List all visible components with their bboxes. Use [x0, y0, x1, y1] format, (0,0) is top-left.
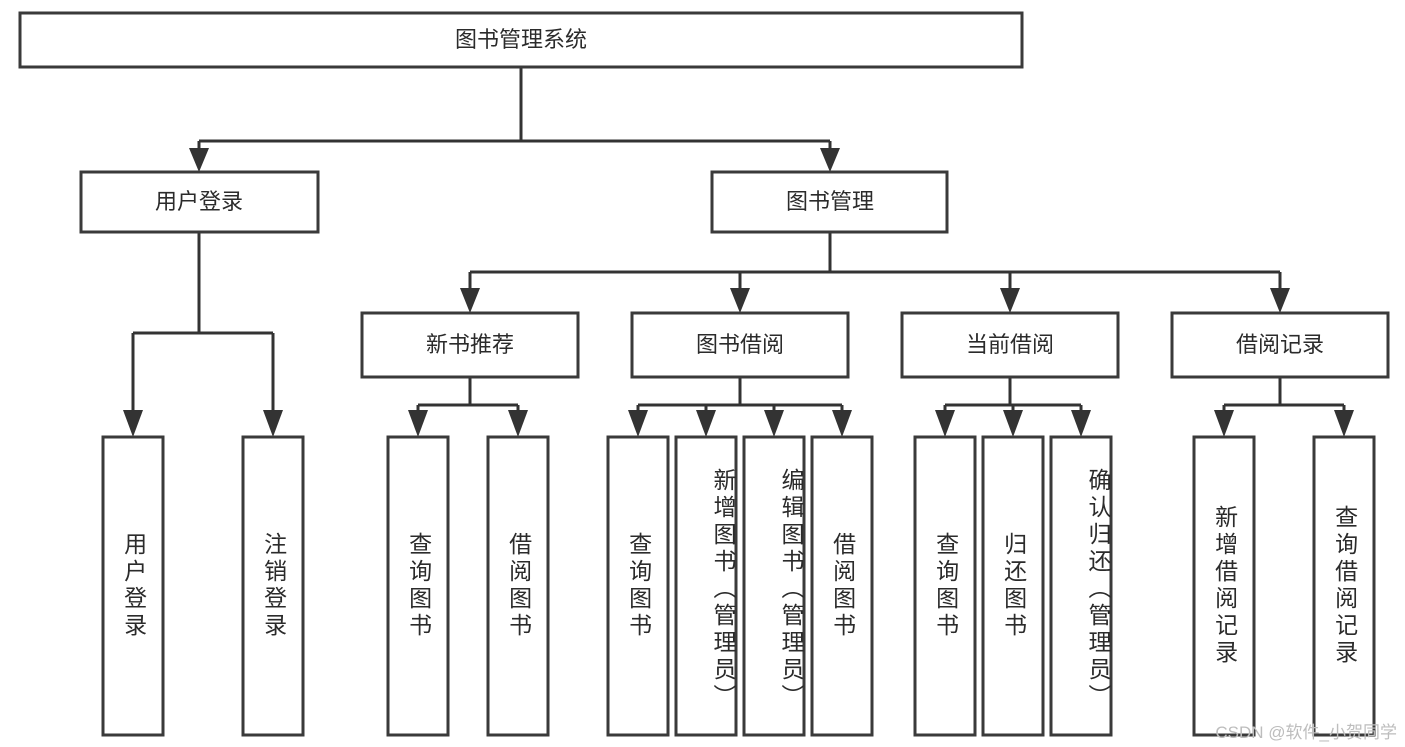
arrowhead-book-borrow [730, 288, 750, 313]
arrowhead-borrow-record [1270, 288, 1290, 313]
arrowhead-leaf-user-login [123, 410, 143, 437]
node-leaf-edit-book-admin-box[interactable] [742, 435, 806, 737]
node-book-management-box[interactable] [710, 170, 949, 234]
node-leaf-return-book-text-wrap: 归还图书 [1000, 532, 1027, 640]
node-leaf-query-borrow-record-text-wrap: 查询借阅记录 [1331, 505, 1358, 667]
arrowhead-leaf-add-book-admin [696, 410, 716, 437]
node-leaf-query-book-new-text-wrap: 查询图书 [405, 532, 432, 640]
connector-layer [123, 67, 1354, 437]
node-leaf-edit-book-admin-text-wrap: 编辑图书（管理员） [778, 467, 804, 711]
node-leaf-return-book[interactable]: 归还图书 [981, 435, 1045, 737]
node-leaf-borrow-book-new-box[interactable] [486, 435, 550, 737]
node-leaf-query-borrow-record[interactable]: 查询借阅记录 [1312, 435, 1376, 737]
arrowhead-current-borrow [1000, 288, 1020, 313]
node-user-login-box[interactable] [79, 170, 320, 234]
node-leaf-query-book-new-label: 查询图书 [405, 532, 432, 640]
node-leaf-query-book-borrow-box[interactable] [606, 435, 670, 737]
csdn-watermark: CSDN @软件_小贺同学 [1215, 723, 1397, 742]
arrowhead-leaf-borrow-book-new [508, 410, 528, 437]
node-book-management-label: 图书管理 [786, 189, 874, 214]
node-root[interactable]: 图书管理系统 [18, 11, 1024, 69]
node-leaf-query-book-new-box[interactable] [386, 435, 450, 737]
node-leaf-confirm-return-admin-text-wrap: 确认归还（管理员） [1085, 467, 1111, 711]
node-leaf-borrow-book-new[interactable]: 借阅图书 [486, 435, 550, 737]
node-leaf-query-book-new[interactable]: 查询图书 [386, 435, 450, 737]
node-leaf-add-book-admin-text-wrap: 新增图书（管理员） [710, 467, 736, 711]
node-leaf-query-borrow-record-label: 查询借阅记录 [1331, 505, 1358, 667]
node-leaf-edit-book-admin[interactable]: 编辑图书（管理员） [742, 435, 806, 737]
node-root-box[interactable] [18, 11, 1024, 69]
node-book-management[interactable]: 图书管理 [710, 170, 949, 234]
node-leaf-add-borrow-record-text-wrap: 新增借阅记录 [1211, 505, 1238, 667]
node-root-label: 图书管理系统 [455, 27, 587, 52]
arrowhead-leaf-return-book [1003, 410, 1023, 437]
node-new-book-recommend-label: 新书推荐 [426, 332, 514, 357]
node-leaf-query-book-current-label: 查询图书 [932, 532, 959, 640]
arrowhead-leaf-confirm-return-admin [1071, 410, 1091, 437]
node-leaf-add-borrow-record-label: 新增借阅记录 [1211, 505, 1238, 667]
node-leaf-user-login-box[interactable] [101, 435, 165, 737]
node-user-login-label: 用户登录 [155, 189, 243, 214]
arrowhead-leaf-query-book-borrow [628, 410, 648, 437]
arrowhead-leaf-borrow-book [832, 410, 852, 437]
node-current-borrow-label: 当前借阅 [966, 332, 1054, 357]
node-current-borrow[interactable]: 当前借阅 [900, 311, 1120, 379]
node-leaf-borrow-book-box[interactable] [810, 435, 874, 737]
node-leaf-confirm-return-admin[interactable]: 确认归还（管理员） [1049, 435, 1113, 737]
node-leaf-confirm-return-admin-box[interactable] [1049, 435, 1113, 737]
node-borrow-record-label: 借阅记录 [1236, 332, 1324, 357]
node-leaf-user-login-text-wrap: 用户登录 [120, 532, 147, 640]
arrowhead-user-login [189, 148, 209, 172]
node-leaf-query-book-current[interactable]: 查询图书 [913, 435, 977, 737]
node-book-borrow-box[interactable] [630, 311, 850, 379]
node-leaf-user-login[interactable]: 用户登录 [101, 435, 165, 737]
node-leaf-user-login-label: 用户登录 [120, 532, 147, 640]
node-leaf-borrow-book-new-label: 借阅图书 [505, 532, 532, 640]
node-leaf-add-borrow-record[interactable]: 新增借阅记录 [1192, 435, 1256, 737]
node-leaf-add-book-admin-label: 新增图书（管理员） [710, 467, 736, 711]
node-leaf-query-borrow-record-box[interactable] [1312, 435, 1376, 737]
node-new-book-recommend[interactable]: 新书推荐 [360, 311, 580, 379]
node-leaf-logout-text-wrap: 注销登录 [260, 532, 287, 640]
arrowhead-leaf-edit-book-admin [764, 410, 784, 437]
node-leaf-logout-box[interactable] [241, 435, 305, 737]
node-borrow-record[interactable]: 借阅记录 [1170, 311, 1390, 379]
node-leaf-borrow-book-label: 借阅图书 [829, 532, 856, 640]
node-book-borrow[interactable]: 图书借阅 [630, 311, 850, 379]
leaf-nodes-layer: 用户登录 注销登录 查询图书 借阅图书 查询图书 [101, 435, 1376, 737]
arrowhead-leaf-logout [263, 410, 283, 437]
node-leaf-logout[interactable]: 注销登录 [241, 435, 305, 737]
node-leaf-query-book-borrow-label: 查询图书 [625, 532, 652, 640]
arrowhead-leaf-add-borrow-record [1214, 410, 1234, 437]
arrowhead-new-book-recommend [460, 288, 480, 313]
node-leaf-logout-label: 注销登录 [260, 532, 287, 640]
arrowhead-leaf-query-book-current [935, 410, 955, 437]
node-book-borrow-label: 图书借阅 [696, 332, 784, 357]
node-leaf-add-book-admin-box[interactable] [674, 435, 738, 737]
node-new-book-recommend-box[interactable] [360, 311, 580, 379]
node-leaf-add-borrow-record-box[interactable] [1192, 435, 1256, 737]
node-leaf-borrow-book-text-wrap: 借阅图书 [829, 532, 856, 640]
node-leaf-query-book-current-box[interactable] [913, 435, 977, 737]
node-leaf-borrow-book-new-text-wrap: 借阅图书 [505, 532, 532, 640]
node-current-borrow-box[interactable] [900, 311, 1120, 379]
node-user-login[interactable]: 用户登录 [79, 170, 320, 234]
node-leaf-add-book-admin[interactable]: 新增图书（管理员） [674, 435, 738, 737]
node-leaf-return-book-box[interactable] [981, 435, 1045, 737]
arrowhead-leaf-query-book-new [408, 410, 428, 437]
node-leaf-return-book-label: 归还图书 [1000, 532, 1027, 640]
node-borrow-record-box[interactable] [1170, 311, 1390, 379]
node-leaf-query-book-borrow[interactable]: 查询图书 [606, 435, 670, 737]
node-leaf-confirm-return-admin-label: 确认归还（管理员） [1085, 467, 1111, 711]
node-leaf-edit-book-admin-label: 编辑图书（管理员） [778, 467, 804, 711]
arrowhead-book-management [820, 148, 840, 172]
node-leaf-borrow-book[interactable]: 借阅图书 [810, 435, 874, 737]
arrowhead-leaf-query-borrow-record [1334, 410, 1354, 437]
node-leaf-query-book-borrow-text-wrap: 查询图书 [625, 532, 652, 640]
node-leaf-query-book-current-text-wrap: 查询图书 [932, 532, 959, 640]
